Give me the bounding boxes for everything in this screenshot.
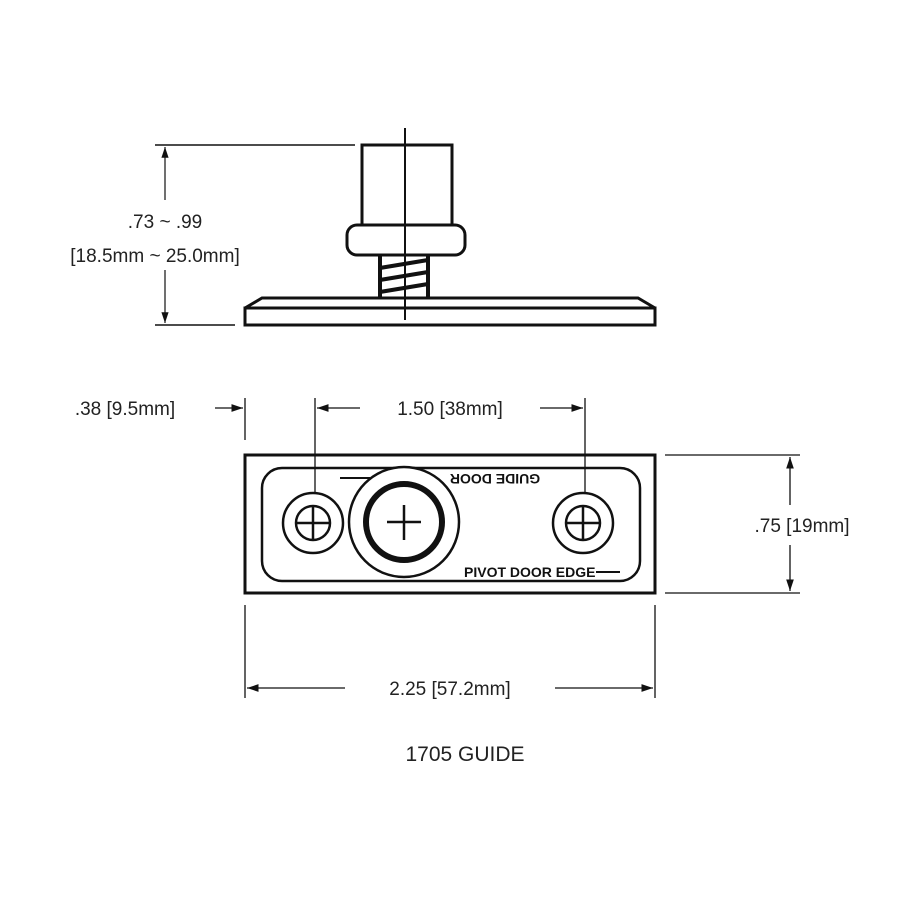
plan-view bbox=[243, 453, 657, 595]
height-label-in: .73 ~ .99 bbox=[128, 212, 202, 233]
pivot-pin bbox=[360, 143, 454, 227]
plate-outline bbox=[243, 453, 657, 595]
side-view bbox=[155, 128, 657, 327]
pivot-pin-top-view bbox=[347, 465, 461, 579]
edge-offset-label: .38 [9.5mm] bbox=[75, 399, 175, 420]
plate-text-top: GUIDE DOOR bbox=[450, 471, 540, 487]
screw-left bbox=[281, 491, 345, 555]
width-label: .75 [19mm] bbox=[754, 516, 849, 537]
plate-text-bottom: PIVOT DOOR EDGE bbox=[464, 564, 595, 580]
plate-bevel-outline bbox=[260, 466, 642, 583]
hole-spacing-label: 1.50 [38mm] bbox=[397, 399, 503, 420]
screw-right bbox=[551, 491, 615, 555]
length-label: 2.25 [57.2mm] bbox=[389, 679, 510, 700]
plate-bevel bbox=[244, 296, 656, 310]
height-label-mm: [18.5mm ~ 25.0mm] bbox=[70, 246, 239, 267]
drawing-caption: 1705 GUIDE bbox=[405, 743, 524, 766]
plate-base bbox=[243, 306, 657, 327]
